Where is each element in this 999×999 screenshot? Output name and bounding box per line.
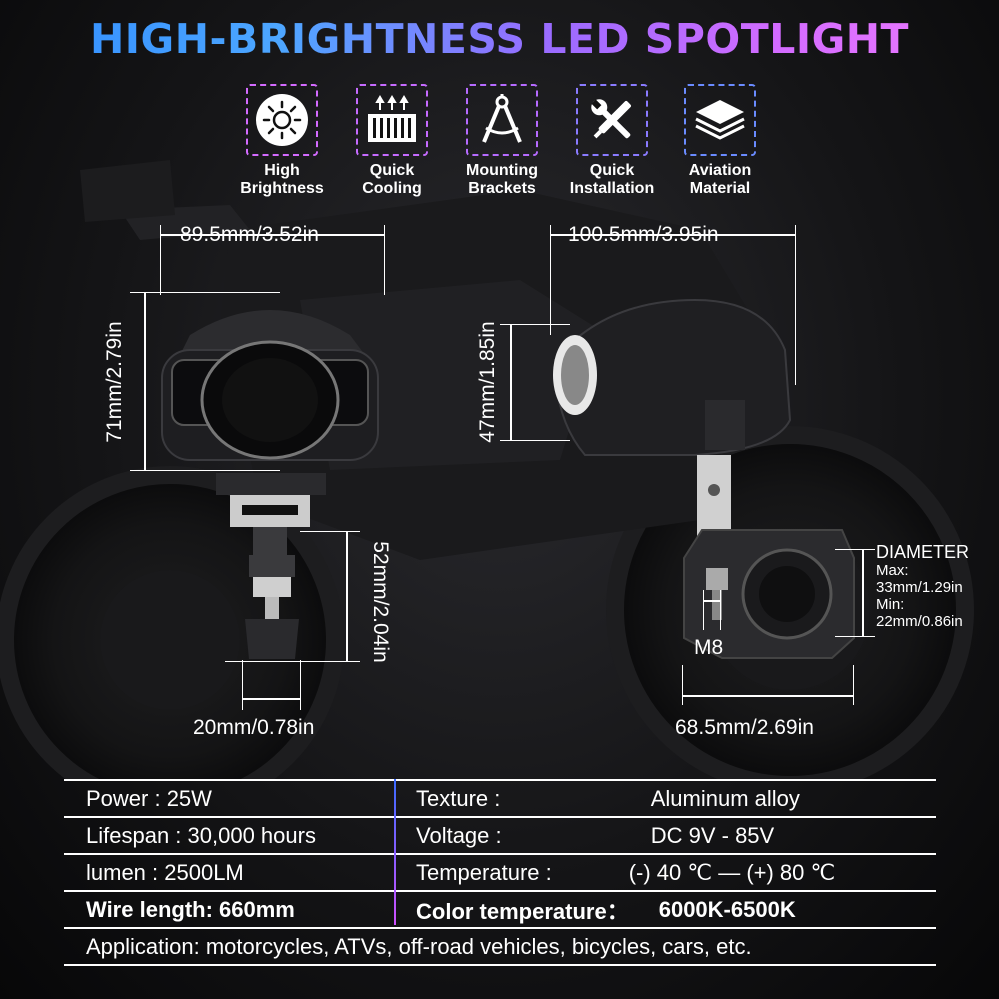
- layers-icon: [695, 100, 745, 140]
- bolt-label: M8: [694, 636, 724, 659]
- front-height-label: 71mm/2.79in: [103, 321, 126, 443]
- feature-label: Mounting Brackets: [466, 162, 538, 197]
- feature-box: [356, 84, 428, 156]
- spec-texture-label: Texture :: [416, 785, 501, 811]
- dim-line: [510, 324, 512, 440]
- spec-lumen: lumen : 2500LM: [86, 859, 244, 885]
- feature-box: [684, 84, 756, 156]
- bracket-height-label: 52mm/2.04in: [369, 541, 392, 663]
- dim-guide: [682, 665, 683, 705]
- diameter-max-value: 33mm/1.29in: [876, 579, 963, 596]
- dim-line: [144, 292, 146, 470]
- dim-guide: [720, 590, 721, 630]
- dim-guide: [835, 549, 875, 550]
- front-bracket-illustration: [245, 555, 299, 659]
- feature-high-brightness: High Brightness: [240, 84, 324, 198]
- side-height-label: 47mm/1.85in: [476, 321, 499, 443]
- dim-guide: [500, 324, 570, 325]
- dim-guide: [835, 636, 875, 637]
- specs-row: Lifespan : 30,000 hours Voltage : DC 9V …: [64, 817, 936, 854]
- feature-box: [576, 84, 648, 156]
- dim-guide: [130, 292, 280, 293]
- dim-line: [862, 549, 864, 636]
- page-title: HIGH-BRIGHTNESS LED SPOTLIGHT: [0, 14, 999, 64]
- dim-guide: [300, 660, 301, 710]
- sun-icon: [256, 94, 308, 146]
- specs-divider: [394, 779, 396, 925]
- spec-power: Power : 25W: [86, 785, 212, 811]
- specs-row: Wire length: 660mm Color temperature： 60…: [64, 891, 936, 928]
- dim-guide: [225, 661, 360, 662]
- spec-temp-value: (-) 40 ℃ — (+) 80 ℃: [628, 859, 836, 885]
- compass-icon: [482, 94, 522, 143]
- dim-guide: [242, 660, 243, 710]
- diameter-max-label: Max:: [876, 562, 909, 579]
- specs-row: Power : 25W Texture : Aluminum alloy: [64, 780, 936, 817]
- spec-texture-value: Aluminum alloy: [650, 785, 800, 811]
- specs-table: Power : 25W Texture : Aluminum alloy Lif…: [64, 779, 936, 966]
- feature-label: Quick Cooling: [362, 162, 422, 197]
- spec-voltage-value: DC 9V - 85V: [650, 822, 775, 848]
- dim-guide: [795, 225, 796, 385]
- spec-temp-label: Temperature :: [416, 859, 552, 885]
- feature-quick-installation: Quick Installation: [570, 84, 654, 198]
- feature-quick-cooling: Quick Cooling: [352, 84, 432, 198]
- dim-line: [550, 234, 795, 236]
- spec-voltage-label: Voltage :: [416, 822, 502, 848]
- spec-color-temp-label: Color temperature：: [416, 898, 629, 924]
- dim-guide: [160, 225, 161, 295]
- spec-application: Application: motorcycles, ATVs, off-road…: [86, 933, 752, 959]
- feature-aviation-material: Aviation Material: [680, 84, 760, 198]
- dim-line: [346, 531, 348, 661]
- dim-line: [703, 600, 721, 602]
- dim-guide: [550, 225, 551, 335]
- dim-guide: [703, 590, 704, 630]
- feature-label: Aviation Material: [688, 162, 752, 197]
- radiator-icon: [368, 95, 416, 142]
- spec-lifespan: Lifespan : 30,000 hours: [86, 822, 316, 848]
- feature-box: [466, 84, 538, 156]
- specs-row: lumen : 2500LM Temperature : (-) 40 ℃ — …: [64, 854, 936, 891]
- dim-guide: [384, 225, 385, 295]
- diameter-min-value: 22mm/0.86in: [876, 613, 963, 630]
- specs-row: Application: motorcycles, ATVs, off-road…: [64, 928, 936, 965]
- dim-line: [160, 234, 384, 236]
- tools-icon: [591, 99, 631, 139]
- clamp-width-label: 68.5mm/2.69in: [675, 716, 814, 739]
- dim-guide: [300, 531, 360, 532]
- diameter-label: DIAMETER: [876, 542, 970, 562]
- clamp-illustration: [683, 529, 855, 659]
- front-width-label: 89.5mm/3.52in: [180, 223, 319, 246]
- feature-mounting-brackets: Mounting Brackets: [462, 84, 542, 198]
- dim-guide: [853, 665, 854, 705]
- bracket-width-label: 20mm/0.78in: [193, 716, 315, 739]
- dim-guide: [130, 470, 280, 471]
- dim-guide: [500, 440, 570, 441]
- front-light-illustration: [161, 310, 379, 555]
- side-light-illustration: [553, 298, 792, 540]
- dim-line: [242, 698, 300, 700]
- dim-line: [682, 695, 853, 697]
- feature-label: Quick Installation: [569, 162, 655, 197]
- diameter-min-label: Min:: [876, 596, 905, 613]
- feature-box: [246, 84, 318, 156]
- spec-wire: Wire length: 660mm: [86, 896, 295, 922]
- side-width-label: 100.5mm/3.95in: [568, 223, 719, 246]
- diameter-block: DIAMETER Max: 33mm/1.29in Min: 22mm/0.86…: [876, 542, 969, 630]
- feature-label: High Brightness: [240, 162, 324, 197]
- spec-color-temp-value: 6000K-6500K: [658, 896, 796, 922]
